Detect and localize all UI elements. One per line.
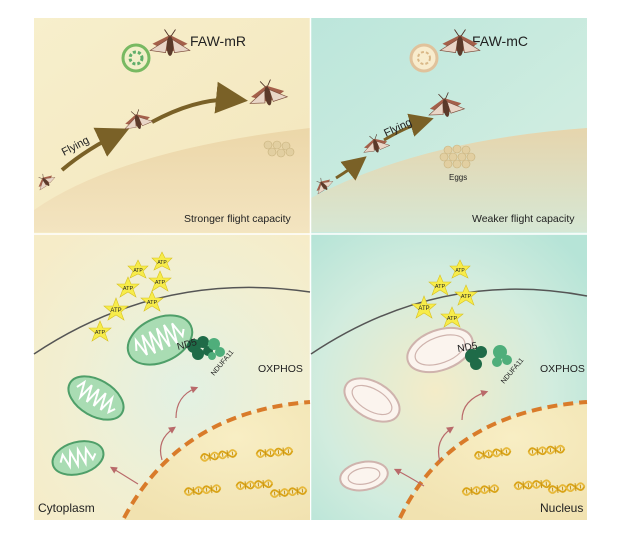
left-ndufa11-protein <box>208 338 225 360</box>
left-nucleus <box>124 402 310 520</box>
right-mito-mid <box>343 377 401 423</box>
right-strain-label: FAW-mC <box>472 33 528 49</box>
right-nd5-protein <box>465 346 487 370</box>
left-atp-1: ATP <box>133 268 143 274</box>
left-compartment-label: Cytoplasm <box>38 501 95 515</box>
right-eggs-label: Eggs <box>449 173 467 182</box>
right-nucleus <box>400 402 587 520</box>
left-nd5-label: ND5 <box>176 337 199 353</box>
right-transport-arrow-3 <box>393 468 425 487</box>
right-compartment-label: Nucleus <box>540 501 583 515</box>
right-atp-3: ATP <box>461 294 472 300</box>
left-transport-arrow-1 <box>159 426 176 461</box>
left-transport-arrow-2 <box>175 386 199 419</box>
left-transport-arrow-3 <box>109 466 139 485</box>
left-atp-3: ATP <box>123 286 134 292</box>
left-atp-2: ATP <box>157 260 167 266</box>
right-mito-large <box>406 326 474 374</box>
right-transport-arrow-2 <box>461 390 489 421</box>
left-cell-membrane <box>33 286 311 355</box>
left-nd5-protein <box>187 336 213 360</box>
left-nuclear-envelope <box>122 400 311 519</box>
right-atp-5: ATP <box>447 316 458 322</box>
right-ground-hill <box>311 128 587 232</box>
left-mito-badge <box>121 43 151 73</box>
right-transport-arrow-1 <box>437 426 454 463</box>
left-atp-6: ATP <box>147 300 158 306</box>
right-capacity-label: Weaker flight capacity <box>472 213 575 225</box>
right-mito-badge <box>409 43 439 73</box>
left-strain-label: FAW-mR <box>190 33 246 49</box>
right-nd5-label: ND5 <box>457 341 479 355</box>
left-atp-group: ATP ATP ATP ATP ATP ATP ATP <box>88 251 173 342</box>
right-atp-group: ATP ATP ATP ATP ATP <box>411 259 478 328</box>
right-atp-4: ATP <box>418 306 429 312</box>
right-egg-cluster <box>439 144 476 169</box>
left-mito-small <box>51 440 105 476</box>
left-atp-4: ATP <box>155 280 166 286</box>
left-flight-arrow-1 <box>60 127 130 172</box>
right-flight-arrow-1 <box>335 156 367 181</box>
right-cell-membrane <box>310 288 588 355</box>
left-mito-mid <box>67 375 125 421</box>
right-ndufa11-protein <box>492 345 512 367</box>
right-atp-2: ATP <box>435 284 446 290</box>
right-atp-1: ATP <box>455 268 465 274</box>
left-ground-hill <box>34 128 310 232</box>
left-capacity-label: Stronger flight capacity <box>184 213 292 225</box>
right-flight-arrow-2 <box>383 113 434 142</box>
left-atp-7: ATP <box>95 330 106 336</box>
right-nuclear-envelope <box>398 400 588 519</box>
left-flight-arrow-2 <box>151 81 248 124</box>
left-mito-large <box>126 314 194 366</box>
left-egg-cluster <box>263 140 295 158</box>
right-mito-small <box>339 460 389 492</box>
left-mito-badge-core <box>128 50 144 66</box>
left-atp-5: ATP <box>110 308 121 314</box>
left-oxphos-label: OXPHOS <box>258 363 303 375</box>
right-mito-badge-core <box>417 51 431 65</box>
right-oxphos-label: OXPHOS <box>540 363 585 375</box>
